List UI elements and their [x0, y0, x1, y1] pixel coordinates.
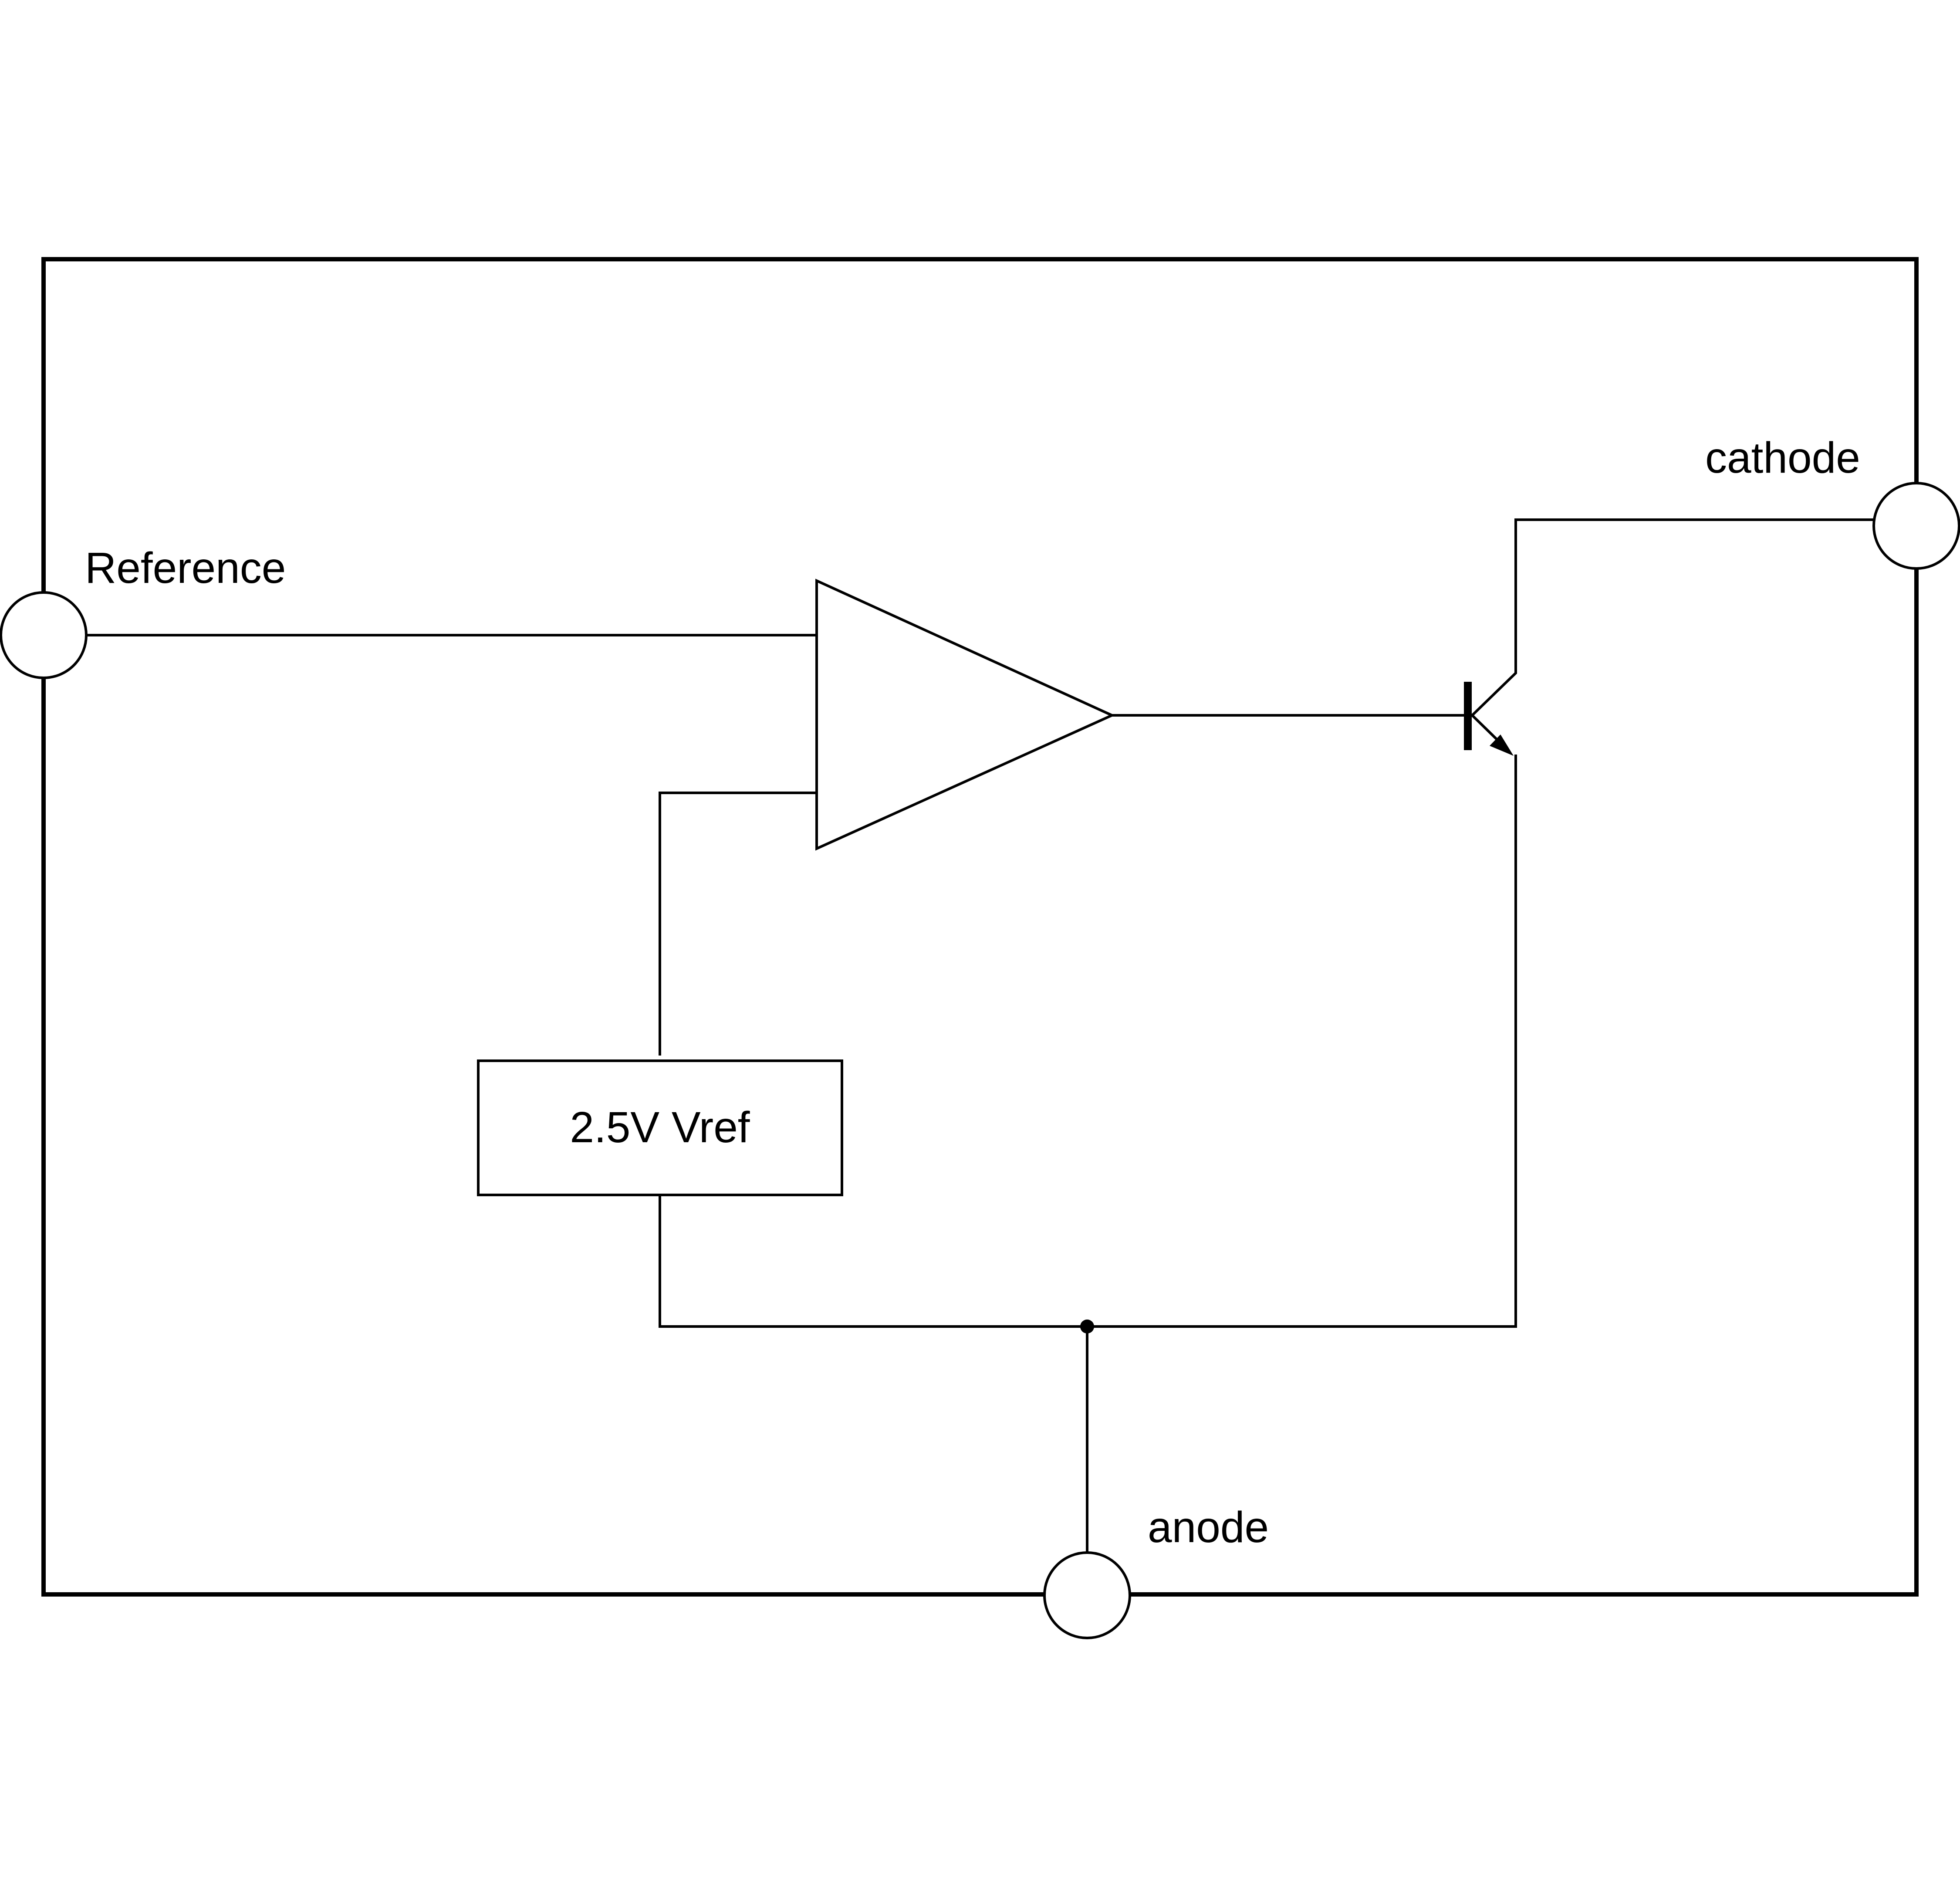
wire-vref-to-opamp — [659, 792, 818, 1056]
anode-terminal[interactable] — [1043, 1551, 1131, 1639]
vref-box — [477, 1059, 843, 1196]
emitter-arrow-icon — [1490, 734, 1514, 756]
opamp-triangle — [815, 579, 1115, 851]
anode-label: anode — [1148, 1503, 1269, 1552]
vref-label: 2.5V Vref — [570, 1103, 750, 1152]
npn-transistor — [1464, 682, 1514, 756]
cathode-label: cathode — [1705, 433, 1860, 482]
package-outline — [41, 257, 1919, 1597]
reference-terminal[interactable] — [0, 591, 88, 679]
cathode-terminal[interactable] — [1872, 482, 1960, 570]
wire-collector-to-cathode — [1470, 518, 1874, 717]
reference-label: Reference — [85, 544, 286, 592]
junction-dot — [1080, 1320, 1094, 1333]
wire-emitter-to-ground — [659, 755, 1517, 1328]
